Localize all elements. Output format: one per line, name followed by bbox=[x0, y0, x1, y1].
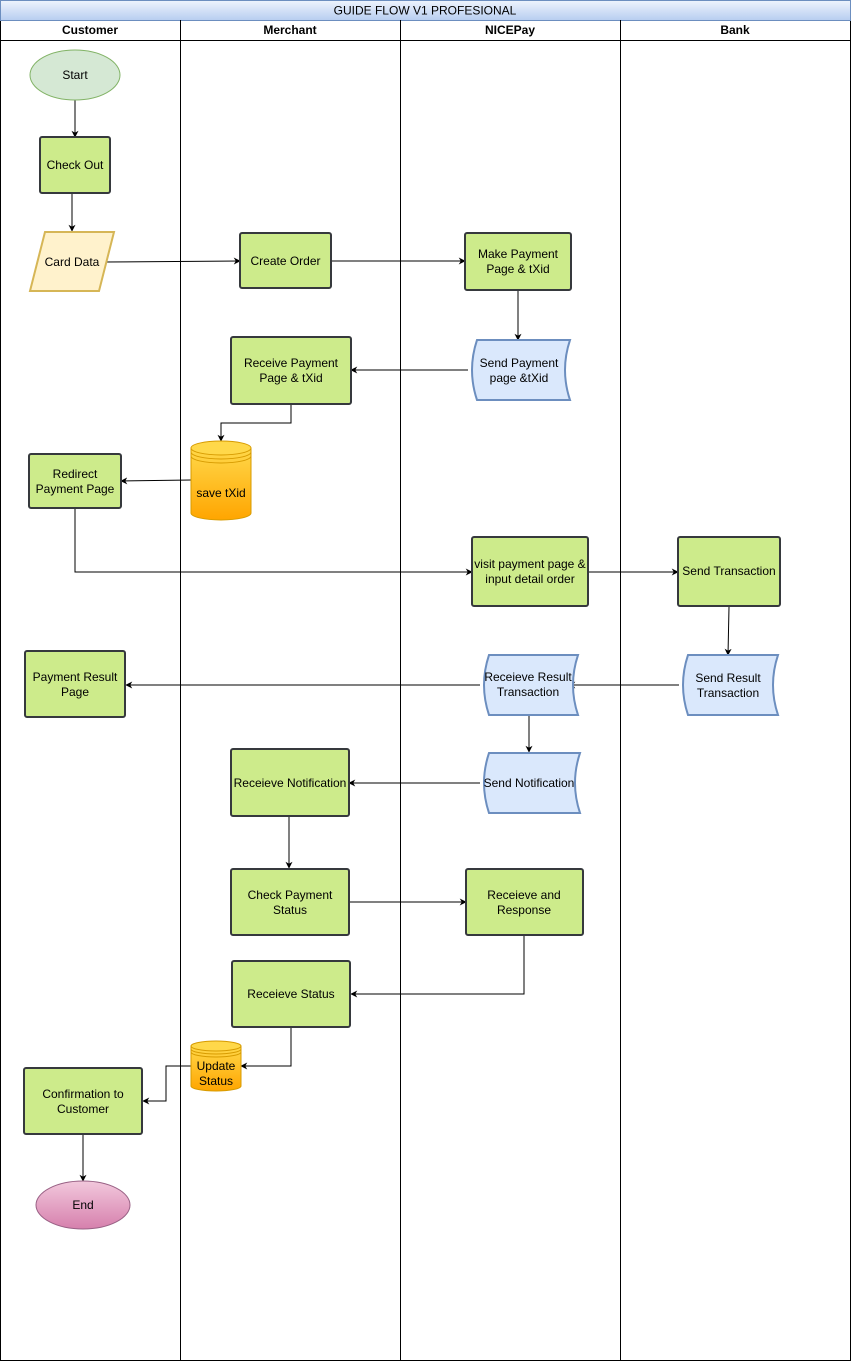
svg-text:visit payment page &input deta: visit payment page &input detail order bbox=[474, 557, 585, 586]
edge-receivepayment-to-savetxid bbox=[217, 404, 292, 442]
receive-response-label-1: Receieve and bbox=[487, 888, 560, 902]
receive-payment-label-2: Page & tXid bbox=[259, 371, 322, 385]
send-notification-node: Send Notification bbox=[483, 752, 582, 814]
visit-payment-label-2: input detail order bbox=[485, 572, 574, 586]
make-payment-label-2: Page & tXid bbox=[486, 262, 549, 276]
edge-updatestatus-to-confirmation bbox=[142, 1065, 191, 1105]
confirmation-label-2: Customer bbox=[57, 1102, 109, 1116]
payment-result-label-1: Payment Result bbox=[33, 670, 118, 684]
send-payment-label-1: Send Payment bbox=[480, 356, 559, 370]
card-data-node: Card Data bbox=[28, 231, 116, 292]
send-result-label-2: Transaction bbox=[697, 686, 759, 700]
send-notification-label: Send Notification bbox=[484, 776, 575, 790]
receive-status-label: Receieve Status bbox=[247, 987, 334, 1001]
edge-receivestatus-to-updatestatus bbox=[240, 1028, 292, 1070]
edge-redirect-to-visitpayment bbox=[74, 508, 473, 576]
send-transaction-node: Send Transaction bbox=[677, 536, 781, 607]
lane-header-merchant: Merchant bbox=[263, 23, 316, 37]
send-payment-label-2: page &tXid bbox=[490, 371, 549, 385]
end-node: End bbox=[35, 1180, 131, 1230]
edge-carddata-to-createorder bbox=[104, 257, 241, 265]
create-order-node: Create Order bbox=[239, 232, 332, 289]
redirect-label-1: Redirect bbox=[53, 467, 98, 481]
edge-savetxid-to-redirect bbox=[120, 477, 192, 485]
start-label: Start bbox=[62, 68, 88, 82]
receive-notification-node: Receieve Notification bbox=[230, 748, 350, 817]
send-transaction-label: Send Transaction bbox=[682, 564, 775, 578]
redirect-label-2: Payment Page bbox=[36, 482, 115, 496]
title-bar: GUIDE FLOW V1 PROFESIONAL bbox=[0, 0, 851, 21]
update-status-label-1: Update bbox=[197, 1059, 236, 1073]
create-order-label: Create Order bbox=[250, 254, 320, 268]
check-out-label: Check Out bbox=[47, 158, 104, 172]
lane-dividers bbox=[180, 20, 621, 1361]
receive-result-label-1: Receieve Result bbox=[484, 670, 572, 684]
check-status-label-2: Status bbox=[273, 903, 307, 917]
lane-header-bank: Bank bbox=[720, 23, 750, 37]
check-out-node: Check Out bbox=[39, 136, 111, 194]
save-txid-label: save tXid bbox=[196, 486, 245, 500]
edges bbox=[68, 100, 732, 1182]
check-status-label-1: Check Payment bbox=[248, 888, 333, 902]
receive-status-node: Receieve Status bbox=[231, 960, 351, 1028]
receive-result-label-2: Transaction bbox=[497, 685, 559, 699]
start-node: Start bbox=[29, 49, 121, 101]
confirmation-label-1: Confirmation to bbox=[42, 1087, 124, 1101]
edge-receiveresponse-to-receivestatus bbox=[350, 936, 525, 998]
lane-header-nicepay: NICEPay bbox=[485, 23, 535, 37]
send-result-label-1: Send Result bbox=[695, 671, 761, 685]
edge-sendtransaction-to-sendresult bbox=[724, 606, 732, 656]
diagram-title: GUIDE FLOW V1 PROFESIONAL bbox=[334, 4, 517, 18]
end-label: End bbox=[72, 1198, 93, 1212]
visit-payment-node: visit payment page &input detail order bbox=[471, 536, 589, 607]
make-payment-label-1: Make Payment bbox=[478, 247, 559, 261]
receive-response-label-2: Response bbox=[497, 903, 551, 917]
receive-notification-label: Receieve Notification bbox=[234, 776, 347, 790]
update-status-label-2: Status bbox=[199, 1074, 233, 1088]
payment-result-label-2: Page bbox=[61, 685, 89, 699]
card-data-label: Card Data bbox=[45, 255, 100, 269]
visit-payment-label-1: visit payment page & bbox=[474, 557, 585, 571]
lane-header-customer: Customer bbox=[62, 23, 118, 37]
receive-payment-label-1: Receive Payment bbox=[244, 356, 339, 370]
save-txid-node: save tXid bbox=[190, 440, 252, 521]
